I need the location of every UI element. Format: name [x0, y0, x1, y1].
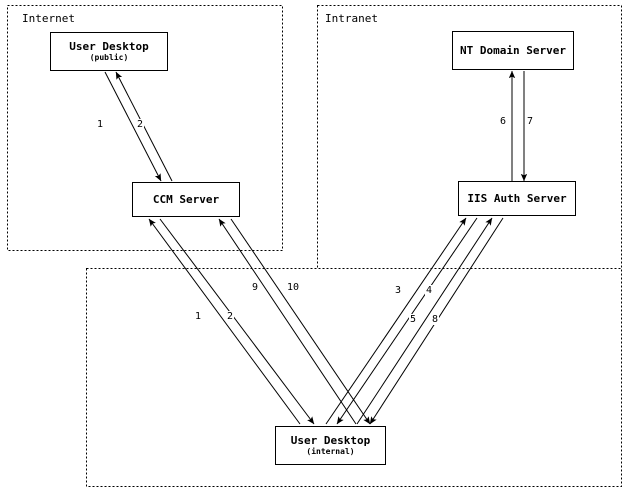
node-user-desktop-public[interactable]: User Desktop (public): [50, 32, 168, 71]
edge-label-5: 5: [409, 314, 418, 325]
zone-boundary-intranet: [317, 5, 622, 269]
edge-line-5: [356, 217, 493, 425]
edge-label-6: 6: [499, 116, 508, 127]
edge-label-4: 4: [425, 285, 434, 296]
node-nt-domain-server[interactable]: NT Domain Server: [452, 31, 574, 70]
edge-label-7: 7: [526, 116, 535, 127]
edge-label-2b: 2: [226, 311, 235, 322]
node-ccm-server[interactable]: CCM Server: [132, 182, 240, 217]
edge-line-1b: [148, 218, 301, 425]
node-subtitle: (public): [89, 53, 129, 62]
zone-boundary-internet: [7, 5, 283, 251]
edge-line-9: [218, 218, 357, 425]
edge-label-1b: 1: [194, 311, 203, 322]
edge-line-4: [336, 217, 478, 425]
edge-label-9: 9: [251, 282, 260, 293]
node-iis-auth-server[interactable]: IIS Auth Server: [458, 181, 576, 216]
node-title: CCM Server: [152, 193, 220, 206]
zone-label-internet: Internet: [22, 12, 75, 25]
node-title: User Desktop: [69, 40, 149, 53]
zone-label-intranet: Intranet: [325, 12, 378, 25]
edge-line-10: [230, 218, 371, 425]
edge-label-10: 10: [286, 282, 301, 293]
edge-label-8: 8: [431, 314, 440, 325]
edge-line-3: [325, 217, 467, 425]
edge-line-1: [104, 71, 162, 182]
node-title: IIS Auth Server: [467, 192, 567, 205]
node-title: User Desktop: [290, 434, 371, 447]
edge-label-1: 1: [96, 119, 105, 130]
edge-label-2: 2: [136, 119, 145, 130]
node-subtitle: (internal): [306, 447, 355, 456]
edge-line-2b: [159, 218, 315, 425]
node-title: NT Domain Server: [460, 44, 566, 57]
zone-boundary-internal: [86, 268, 622, 487]
node-user-desktop-internal[interactable]: User Desktop (internal): [275, 426, 386, 465]
edge-label-3: 3: [394, 285, 403, 296]
